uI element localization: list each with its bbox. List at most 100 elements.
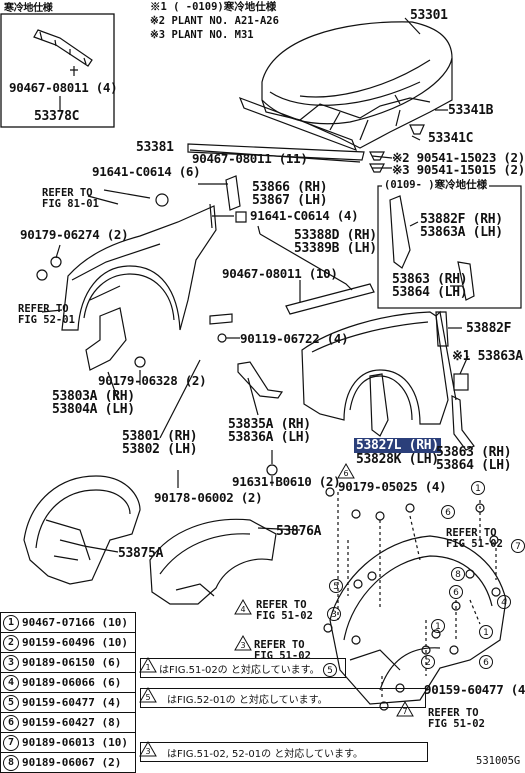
svg-text:5: 5 xyxy=(145,693,150,702)
label-90119-4: 90119-06722 (4) xyxy=(240,331,349,346)
right-liner-drawing xyxy=(329,535,507,705)
triangle-note-1: はFIG.51-02の と対応しています。 xyxy=(140,658,346,678)
legend-part-number[interactable]: 90189-06013 (10) xyxy=(22,736,128,749)
label-53341b: 53341B xyxy=(448,103,494,118)
legend-number: 8 xyxy=(3,754,19,771)
svg-text:1: 1 xyxy=(435,622,441,632)
triangle-note-2: はFIG.52-01の と対応しています。 xyxy=(140,688,426,708)
legend-part-number[interactable]: 90159-60496 (10) xyxy=(22,636,128,649)
label-53827l[interactable]: 53827L (RH) xyxy=(354,438,441,453)
legend-part-number[interactable]: 90189-06150 (6) xyxy=(22,656,122,669)
legend-number: 7 xyxy=(3,734,19,751)
label-53864-lh-lower: 53864 (LH) xyxy=(436,458,512,473)
label-53863a-1: ※1 53863A xyxy=(452,349,523,364)
refer-fig-51-02-c[interactable]: REFER TO FIG 51-02 xyxy=(446,527,503,551)
legend-number: 4 xyxy=(3,674,19,691)
svg-text:2: 2 xyxy=(425,658,431,668)
label-53381: 53381 xyxy=(136,140,174,155)
right-fender-drawing xyxy=(301,310,457,425)
label-90179-6328: 90179-06328 (2) xyxy=(98,373,207,388)
svg-text:6: 6 xyxy=(483,658,489,668)
label-91631: 91631-B0610 (2) xyxy=(232,474,341,489)
svg-text:8: 8 xyxy=(455,570,461,580)
hood-drawing xyxy=(187,21,453,163)
label-53835a: 53835A (RH) xyxy=(228,417,311,432)
svg-text:1: 1 xyxy=(145,663,150,672)
label-53863-rh: 53863 (RH) xyxy=(392,272,468,287)
label-53301: 53301 xyxy=(410,8,448,23)
legend-part-number[interactable]: 90159-60427 (8) xyxy=(22,716,122,729)
center-liner-drawing xyxy=(149,518,277,605)
label-53867: 53867 (LH) xyxy=(252,193,328,208)
svg-text:4: 4 xyxy=(501,598,507,608)
svg-text:3: 3 xyxy=(240,641,245,650)
svg-text:3: 3 xyxy=(331,610,337,620)
label-53802: 53802 (LH) xyxy=(122,442,198,457)
svg-text:3: 3 xyxy=(145,747,150,756)
label-90178: 90178-06002 (2) xyxy=(154,490,263,505)
inset-title: 寒冷地仕様 xyxy=(4,3,53,14)
svg-text:5: 5 xyxy=(327,666,333,676)
refer-fig-51-02-b[interactable]: REFER TO FIG 51-02 xyxy=(254,639,311,663)
refer-fig-51-02-a[interactable]: REFER TO FIG 51-02 xyxy=(256,599,313,623)
label-91641-4: 91641-C0614 (4) xyxy=(250,208,359,223)
label-90179-5025: 90179-05025 (4) xyxy=(338,479,447,494)
label-53866: 53866 (RH) xyxy=(252,180,328,195)
legend-part-number[interactable]: 90189-06067 (2) xyxy=(22,756,122,769)
left-liner-drawing xyxy=(23,475,141,585)
legend-part-number[interactable]: 90159-60477 (4) xyxy=(22,696,122,709)
label-53882f-rh: 53882F (RH) xyxy=(420,212,503,227)
legend-number: 3 xyxy=(3,654,19,671)
label-91641-6: 91641-C0614 (6) xyxy=(92,164,201,179)
label-53804a: 53804A (LH) xyxy=(52,402,135,417)
svg-text:6: 6 xyxy=(453,588,459,598)
label-90467-10: 90467-08011 (10) xyxy=(222,266,338,281)
label-53803a: 53803A (RH) xyxy=(52,389,135,404)
label-53388d: 53388D (RH) xyxy=(294,228,377,243)
diagram-code: 531005G xyxy=(476,755,521,767)
label-53864-lh: 53864 (LH) xyxy=(392,285,468,300)
cold-box-title: (0109- )寒冷地仕様 xyxy=(382,179,490,191)
refer-fig-51-02-d[interactable]: REFER TO FIG 51-02 xyxy=(428,707,485,731)
legend-part-number[interactable]: 90467-07166 (10) xyxy=(22,616,128,629)
label-53882f: 53882F xyxy=(466,321,512,336)
triangle-note-1-text: はFIG.51-02の と対応しています。 xyxy=(159,664,320,676)
svg-text:6: 6 xyxy=(445,508,451,518)
triangle-note-3: はFIG.51-02, 52-01の と対応しています。 xyxy=(140,742,428,762)
label-53876a: 53876A xyxy=(276,524,322,539)
svg-text:6: 6 xyxy=(343,469,348,478)
left-fender-drawing xyxy=(61,203,217,331)
label-90159-4: 90159-60477 (4) xyxy=(424,682,525,697)
triangle-note-2-text: はFIG.52-01の と対応しています。 xyxy=(167,694,328,706)
label-53389b: 53389B (LH) xyxy=(294,241,377,256)
label-53801: 53801 (RH) xyxy=(122,429,198,444)
fasteners-drawing xyxy=(323,487,501,711)
svg-text:7: 7 xyxy=(402,707,407,716)
inset-part-label: 53378C xyxy=(34,109,80,124)
legend-number: 2 xyxy=(3,634,19,651)
legend-part-number[interactable]: 90189-06066 (6) xyxy=(22,676,122,689)
triangle-note-3-text: はFIG.51-02, 52-01の と対応しています。 xyxy=(167,748,363,760)
svg-text:5: 5 xyxy=(333,582,339,592)
note-3: ※3 PLANT NO. M31 xyxy=(150,29,254,41)
inset-clip-drawing xyxy=(33,29,93,110)
label-90541-2: ※2 90541-15023 (2) xyxy=(392,150,525,165)
refer-fig-81-01[interactable]: REFER TO FIG 81-01 xyxy=(42,187,99,211)
note-2: ※2 PLANT NO. A21-A26 xyxy=(150,15,279,27)
note-1: ※1 ( -0109)寒冷地仕様 xyxy=(150,1,277,13)
label-53828k: 53828K (LH) xyxy=(356,452,439,467)
label-90541-3: ※3 90541-15015 (2) xyxy=(392,162,525,177)
legend-number: 5 xyxy=(3,694,19,711)
refer-fig-52-01[interactable]: REFER TO FIG 52-01 xyxy=(18,303,75,327)
label-53836a: 53836A (LH) xyxy=(228,430,311,445)
label-53875a: 53875A xyxy=(118,546,164,561)
triangle-markers xyxy=(139,462,414,757)
svg-text:7: 7 xyxy=(515,542,521,552)
